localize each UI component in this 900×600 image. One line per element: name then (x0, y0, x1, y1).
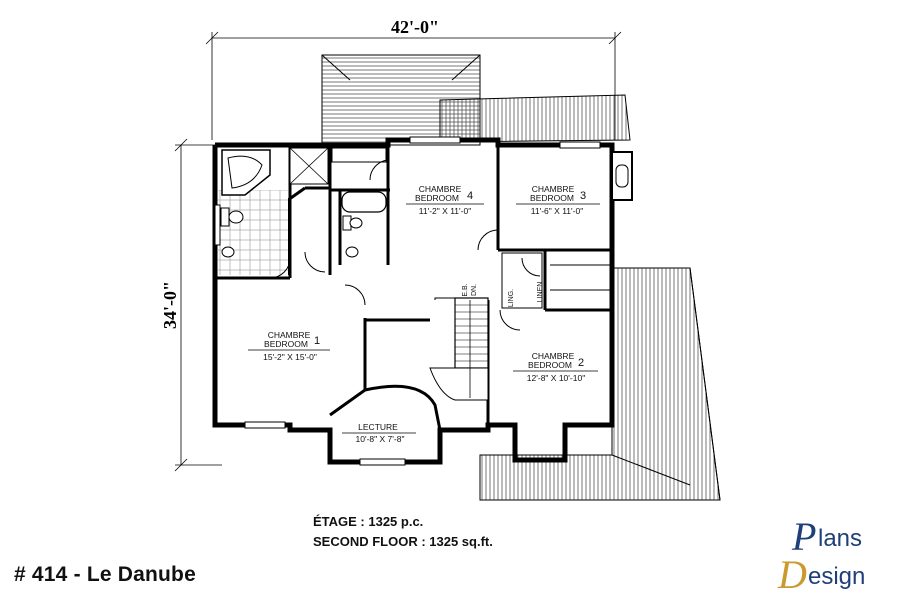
bedroom-4-fr: CHAMBRE (419, 184, 462, 194)
width-dimension-label: 42'-0" (391, 17, 439, 37)
room-bedroom-4: CHAMBRE BEDROOM 4 11'-2" X 11'-0" (406, 184, 484, 216)
exterior-walls (212, 137, 615, 465)
master-bath (218, 147, 329, 275)
plans-design-logo: P lans D esign (777, 514, 865, 594)
linen-fr-label: LING. (508, 289, 515, 307)
room-bedroom-1: CHAMBRE BEDROOM 1 15'-2" X 15'-0" (248, 330, 330, 362)
door-swings (269, 159, 541, 331)
room-bedroom-2: CHAMBRE BEDROOM 2 12'-8" X 10'-10" (513, 351, 598, 383)
bedroom-4-size: 11'-2" X 11'-0" (419, 206, 471, 216)
logo-mark-p: P (791, 514, 816, 559)
dimension-width (205, 31, 622, 140)
stair-down-label: DN. (471, 284, 478, 296)
windows (214, 136, 601, 466)
floor-area-english: SECOND FLOOR : 1325 sq.ft. (313, 534, 493, 549)
logo-word-bottom: esign (808, 563, 865, 590)
bedroom-3-num: 3 (580, 190, 586, 202)
sink-icon (221, 246, 235, 258)
staircase (429, 297, 489, 401)
room-bedroom-3: CHAMBRE BEDROOM 3 11'-6" X 11'-0" (516, 184, 600, 216)
bedroom-1-size: 15'-2" X 15'-0" (263, 352, 317, 362)
toilet-icon (220, 207, 244, 227)
depth-dimension-label: 34'-0" (160, 281, 180, 329)
stair-up-label: E.B. (462, 283, 469, 296)
reading-nook-wall (329, 384, 442, 431)
bedroom-1-fr: CHAMBRE (268, 330, 311, 340)
bedroom-2-en: BEDROOM (528, 360, 572, 370)
bedroom-3-fr: CHAMBRE (532, 184, 575, 194)
bedroom-1-en: BEDROOM (264, 339, 308, 349)
bedroom-2-size: 12'-8" X 10'-10" (527, 373, 585, 383)
plan-title: # 414 - Le Danube (14, 563, 196, 586)
lecture-fr: LECTURE (358, 422, 398, 432)
room-lecture: LECTURE 10'-8" X 7'-8" (342, 422, 416, 444)
bedroom-3-en: BEDROOM (530, 193, 574, 203)
reading-nook-door (331, 391, 363, 415)
lecture-size: 10'-8" X 7'-8" (356, 434, 405, 444)
bedroom-4-num: 4 (467, 190, 473, 202)
bedroom-1-num: 1 (314, 335, 320, 347)
linen-en-label: LINEN (537, 282, 544, 303)
floor-area-french: ÉTAGE : 1325 p.c. (313, 514, 424, 529)
bedroom-2-num: 2 (578, 357, 584, 369)
roof-top (321, 54, 631, 146)
bedroom-4-en: BEDROOM (415, 193, 459, 203)
chimney (611, 151, 633, 201)
second-bath (341, 191, 387, 258)
logo-mark-d: D (777, 552, 807, 594)
bedroom-3-size: 11'-6" X 11'-0" (531, 206, 583, 216)
logo-word-top: lans (818, 525, 862, 552)
closets (331, 147, 610, 309)
roof-right (479, 267, 721, 501)
bedroom-2-fr: CHAMBRE (532, 351, 575, 361)
